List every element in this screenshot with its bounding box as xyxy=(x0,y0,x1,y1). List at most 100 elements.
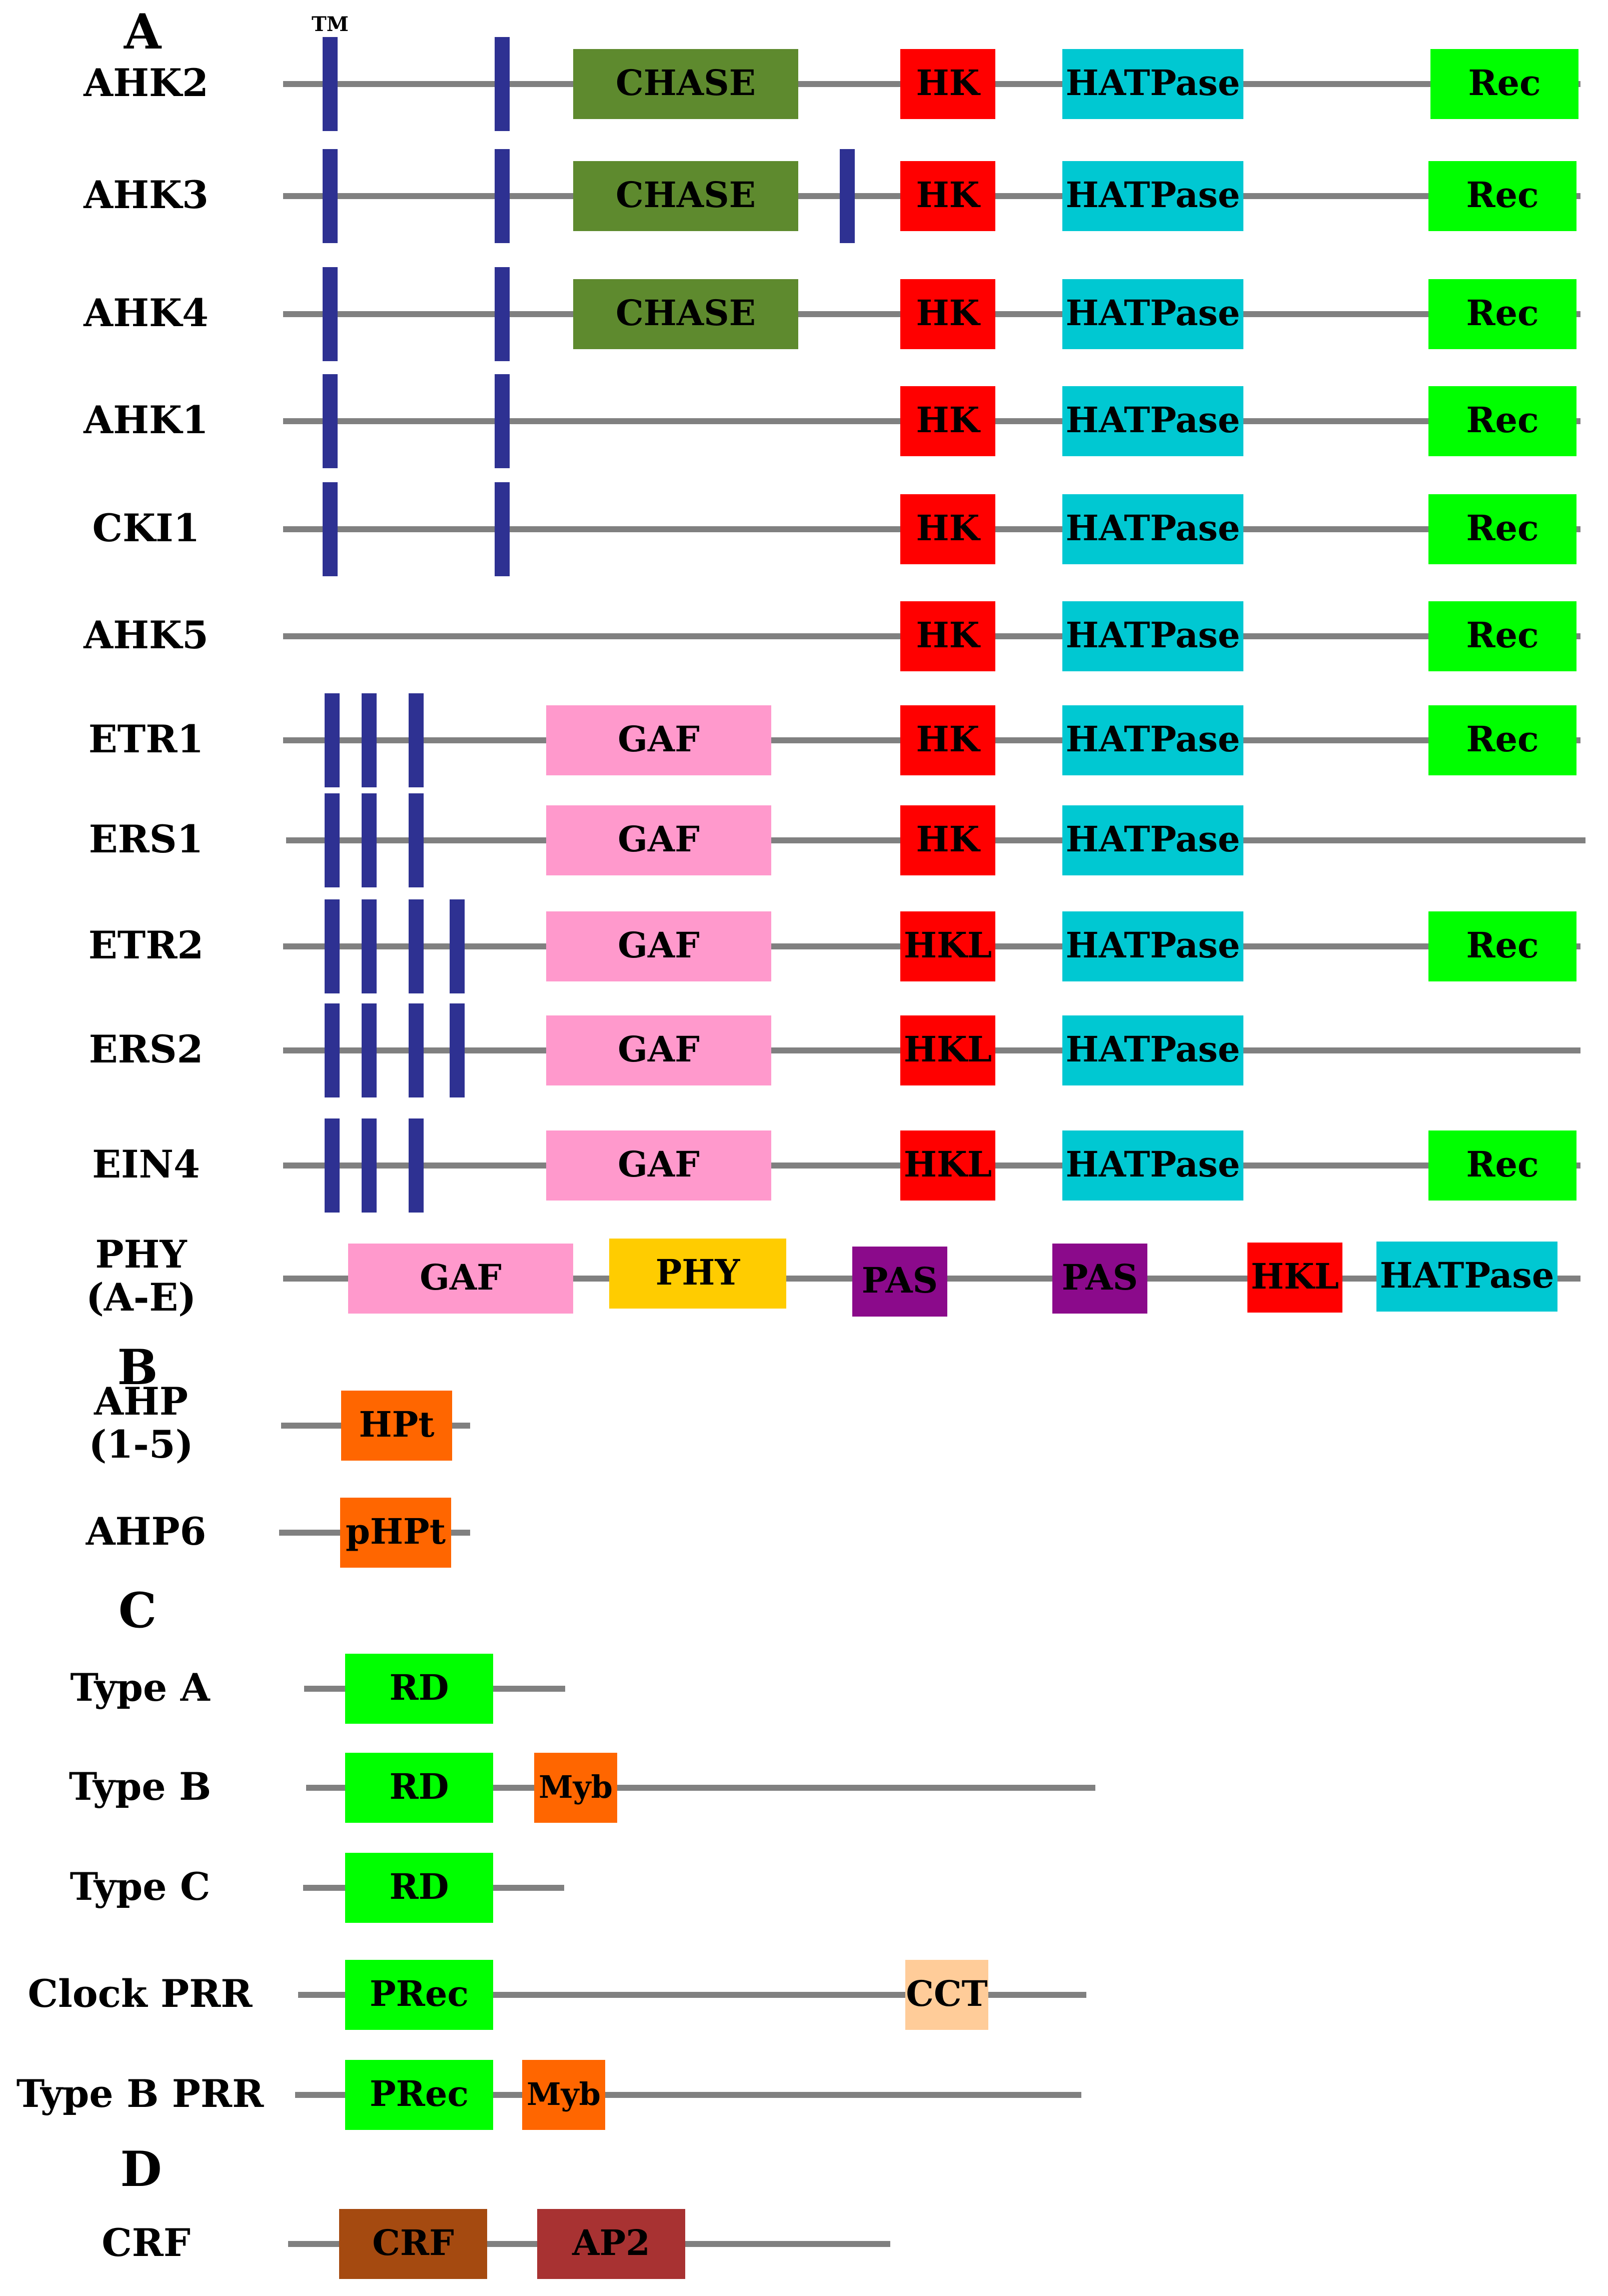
tm-segment xyxy=(362,793,377,887)
domain-crf: CRF xyxy=(339,2209,487,2279)
domain-label: Rec xyxy=(1468,62,1540,104)
domain-box xyxy=(1430,49,1578,119)
tm-segment xyxy=(325,1003,340,1097)
domain-box xyxy=(900,1130,995,1201)
domain-hk: HK xyxy=(900,494,995,564)
domain-label: Myb xyxy=(539,1769,613,1805)
domain-label: HATPase xyxy=(1066,818,1240,860)
domain-label: HKL xyxy=(904,1143,992,1185)
domain-rec: Rec xyxy=(1428,1130,1576,1201)
domain-rd: RD xyxy=(345,1853,493,1923)
domain-hatpase: HATPase xyxy=(1062,705,1243,775)
domain-myb: Myb xyxy=(522,2060,605,2130)
domain-label: Rec xyxy=(1466,1143,1538,1185)
domain-box xyxy=(546,1130,771,1201)
domain-box xyxy=(900,494,995,564)
domain-label: RD xyxy=(390,1866,449,1907)
domain-box xyxy=(1428,601,1576,671)
domain-chase: CHASE xyxy=(573,279,798,349)
domain-label: Rec xyxy=(1466,507,1538,549)
tm-segment xyxy=(495,149,510,243)
domain-box xyxy=(348,1244,573,1314)
protein-name: ERS2 xyxy=(89,1027,204,1071)
tm-label: TM xyxy=(312,13,349,36)
tm-segment xyxy=(495,374,510,468)
domain-box xyxy=(522,2060,605,2130)
domain-box xyxy=(534,1753,617,1823)
protein-name: AHK4 xyxy=(83,291,209,335)
protein-name-line: (1-5) xyxy=(89,1422,193,1467)
tm-segment xyxy=(362,1003,377,1097)
protein-name: EIN4 xyxy=(92,1142,200,1187)
protein-row: CRF CRF AP2 xyxy=(102,2209,890,2279)
domain-box xyxy=(1247,1243,1342,1313)
domain-hatpase: HATPase xyxy=(1062,49,1243,119)
tm-segment xyxy=(409,1118,424,1213)
domain-label: pHPt xyxy=(346,1511,446,1552)
domain-rec: Rec xyxy=(1428,705,1576,775)
tm-segment xyxy=(409,793,424,887)
domain-gaf: GAF xyxy=(546,705,771,775)
domain-box xyxy=(345,2060,493,2130)
protein-name-line: PHY xyxy=(95,1232,187,1277)
domain-hk: HK xyxy=(900,386,995,456)
domain-hatpase: HATPase xyxy=(1376,1242,1557,1312)
domain-rd: RD xyxy=(345,1753,493,1823)
domain-box xyxy=(900,705,995,775)
domain-label: Rec xyxy=(1466,924,1538,966)
domain-label: Rec xyxy=(1466,174,1538,216)
domain-hatpase: HATPase xyxy=(1062,911,1243,981)
domain-box xyxy=(345,1853,493,1923)
domain-pas: PAS xyxy=(852,1247,947,1317)
domain-label: Rec xyxy=(1466,399,1538,441)
domain-hatpase: HATPase xyxy=(1062,279,1243,349)
domain-box xyxy=(900,386,995,456)
domain-box xyxy=(546,911,771,981)
domain-label: CHASE xyxy=(616,174,756,216)
domain-label: AP2 xyxy=(572,2222,650,2263)
section-letter: C xyxy=(119,1582,157,1639)
domain-label: HATPase xyxy=(1066,718,1240,760)
domain-box xyxy=(1062,911,1243,981)
domain-label: HKL xyxy=(904,1028,992,1070)
domain-gaf: GAF xyxy=(348,1244,573,1314)
domain-label: RD xyxy=(390,1766,449,1807)
domain-label: HATPase xyxy=(1066,292,1240,334)
domain-label: PAS xyxy=(1062,1257,1138,1298)
tm-segment xyxy=(325,793,340,887)
domain-hatpase: HATPase xyxy=(1062,386,1243,456)
tm-segment xyxy=(495,267,510,361)
domain-box xyxy=(1062,1130,1243,1201)
domain-box xyxy=(1062,386,1243,456)
domain-hkl: HKL xyxy=(1247,1243,1342,1313)
domain-hatpase: HATPase xyxy=(1062,161,1243,231)
domain-hk: HK xyxy=(900,601,995,671)
domain-box xyxy=(537,2209,685,2279)
domain-box xyxy=(1428,386,1576,456)
domain-label: Rec xyxy=(1466,292,1538,334)
domain-chase: CHASE xyxy=(573,49,798,119)
domain-label: GAF xyxy=(618,1028,700,1070)
protein-name: CRF xyxy=(102,2220,191,2265)
domain-label: HKL xyxy=(1251,1256,1339,1297)
tm-segment xyxy=(409,1003,424,1097)
domain-label: HK xyxy=(916,292,981,334)
domain-hk: HK xyxy=(900,161,995,231)
domain-label: HATPase xyxy=(1066,62,1240,104)
domain-hatpase: HATPase xyxy=(1062,494,1243,564)
domain-box xyxy=(1428,279,1576,349)
domain-chase: CHASE xyxy=(573,161,798,231)
protein-name: Type C xyxy=(70,1864,211,1909)
domain-rd: RD xyxy=(345,1654,493,1724)
